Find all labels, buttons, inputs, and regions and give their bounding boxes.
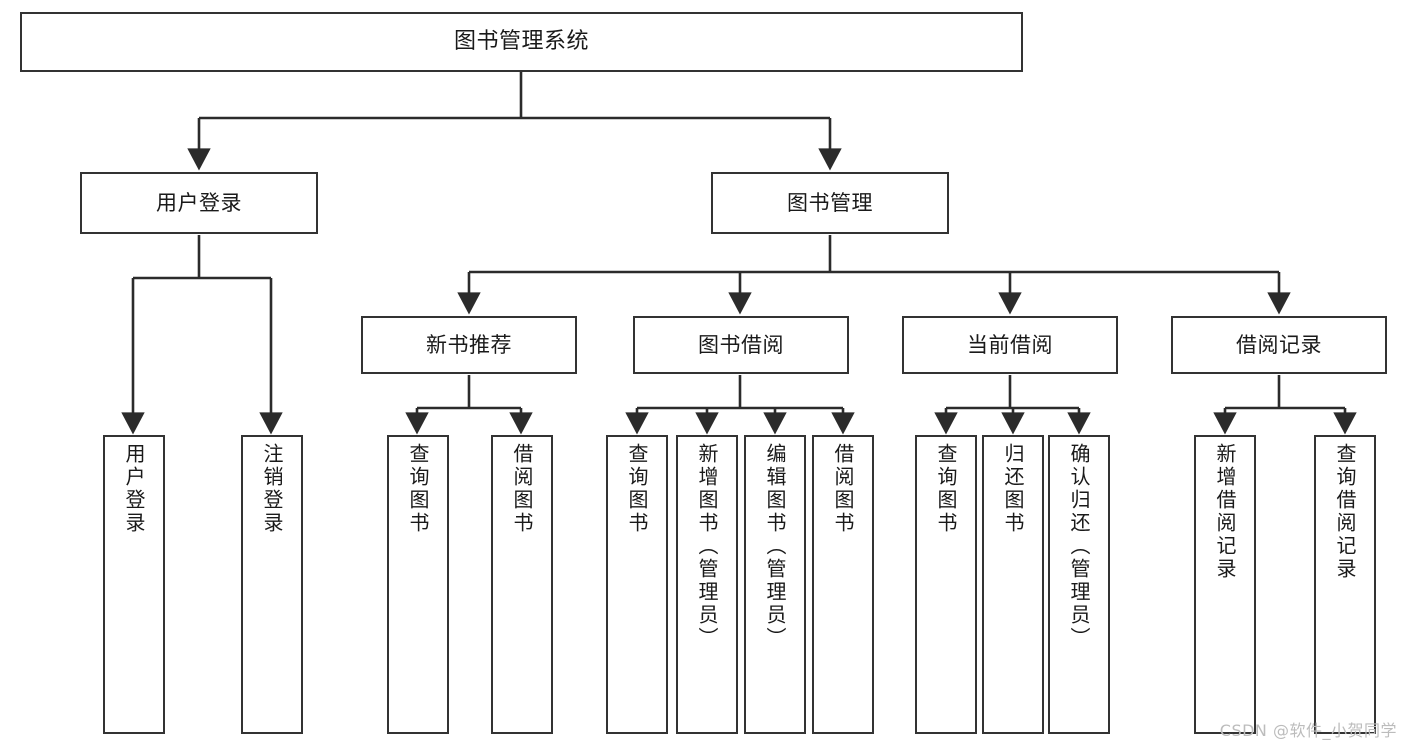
node-label: 借阅记录 [1236, 332, 1322, 357]
leaf-query-book-current[interactable]: 查询图书 [915, 435, 977, 734]
node-label: 新增图书（管理员） [695, 443, 719, 650]
leaf-return-book[interactable]: 归还图书 [982, 435, 1044, 734]
node-label: 用户登录 [156, 190, 242, 215]
node-label: 图书管理系统 [453, 29, 589, 55]
leaf-query-book-recommend[interactable]: 查询图书 [387, 435, 449, 734]
node-book-management[interactable]: 图书管理 [711, 172, 949, 234]
node-label: 新书推荐 [426, 332, 512, 357]
node-label: 新增借阅记录 [1213, 443, 1237, 581]
node-user-login[interactable]: 用户登录 [80, 172, 318, 234]
node-borrow-record[interactable]: 借阅记录 [1171, 316, 1387, 374]
leaf-user-login[interactable]: 用户登录 [103, 435, 165, 734]
leaf-edit-book[interactable]: 编辑图书（管理员） [744, 435, 806, 734]
leaf-borrow-book-recommend[interactable]: 借阅图书 [491, 435, 553, 734]
leaf-query-book-borrow[interactable]: 查询图书 [606, 435, 668, 734]
node-label: 查询图书 [406, 443, 430, 535]
leaf-add-borrow-record[interactable]: 新增借阅记录 [1194, 435, 1256, 734]
leaf-confirm-return[interactable]: 确认归还（管理员） [1048, 435, 1110, 734]
node-book-borrow[interactable]: 图书借阅 [633, 316, 849, 374]
node-label: 查询图书 [625, 443, 649, 535]
node-label: 用户登录 [122, 443, 146, 535]
leaf-logout-login[interactable]: 注销登录 [241, 435, 303, 734]
node-label: 借阅图书 [831, 443, 855, 535]
leaf-query-borrow-record[interactable]: 查询借阅记录 [1314, 435, 1376, 734]
node-book-management-system[interactable]: 图书管理系统 [20, 12, 1023, 72]
node-label: 借阅图书 [510, 443, 534, 535]
node-current-borrow[interactable]: 当前借阅 [902, 316, 1118, 374]
node-label: 图书借阅 [698, 332, 784, 357]
node-label: 编辑图书（管理员） [763, 443, 787, 650]
node-label: 图书管理 [787, 190, 873, 215]
node-new-book-recommend[interactable]: 新书推荐 [361, 316, 577, 374]
node-label: 确认归还（管理员） [1067, 443, 1091, 650]
leaf-add-book[interactable]: 新增图书（管理员） [676, 435, 738, 734]
node-label: 注销登录 [260, 443, 284, 535]
node-label: 查询图书 [934, 443, 958, 535]
node-label: 当前借阅 [967, 332, 1053, 357]
node-label: 归还图书 [1001, 443, 1025, 535]
node-label: 查询借阅记录 [1333, 443, 1357, 581]
leaf-borrow-book[interactable]: 借阅图书 [812, 435, 874, 734]
